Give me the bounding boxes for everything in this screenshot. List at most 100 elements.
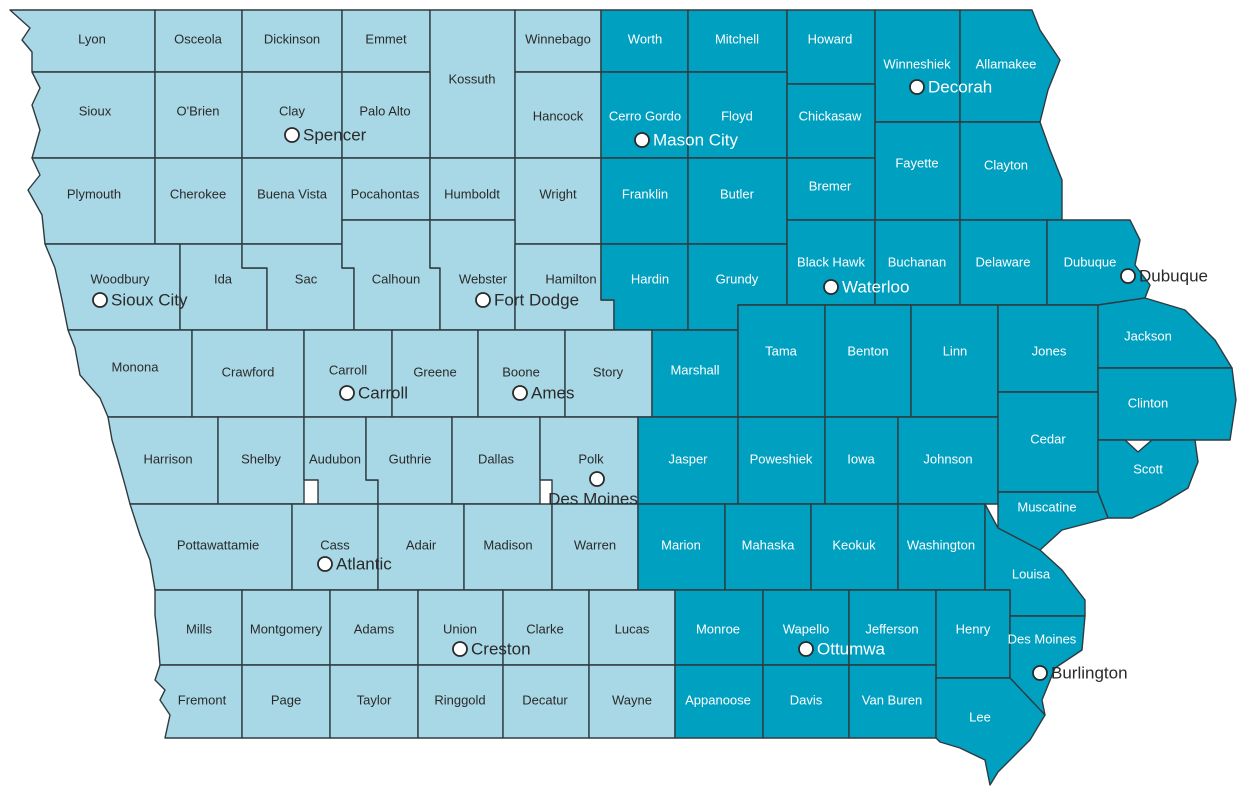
city-label-atlantic: Atlantic xyxy=(336,554,392,573)
county-woodbury xyxy=(44,243,181,331)
county-label-boone: Boone xyxy=(502,364,540,379)
county-label-jackson: Jackson xyxy=(1124,328,1172,343)
county-label-polk: Polk xyxy=(578,451,604,466)
county-label-wayne: Wayne xyxy=(612,692,652,707)
county-label-johnson: Johnson xyxy=(923,451,972,466)
county-label-keokuk: Keokuk xyxy=(832,537,876,552)
county-label-monona: Monona xyxy=(112,359,160,374)
county-label-woodbury: Woodbury xyxy=(90,271,150,286)
county-label-dubuque: Dubuque xyxy=(1064,254,1117,269)
county-label-madison: Madison xyxy=(483,537,532,552)
county-label-butler: Butler xyxy=(720,186,755,201)
city-marker-mason-city xyxy=(634,132,650,148)
county-label-harrison: Harrison xyxy=(143,451,192,466)
county-label-jones: Jones xyxy=(1032,343,1067,358)
county-label-mitchell: Mitchell xyxy=(715,31,759,46)
county-label-cedar: Cedar xyxy=(1030,431,1066,446)
county-label-worth: Worth xyxy=(628,31,662,46)
county-label-fayette: Fayette xyxy=(895,155,938,170)
county-tama xyxy=(737,304,826,418)
county-lee xyxy=(935,677,1046,786)
counties-layer xyxy=(9,9,1237,786)
city-marker-sioux-city xyxy=(92,292,108,308)
county-label-delaware: Delaware xyxy=(976,254,1031,269)
county-scott xyxy=(1097,439,1199,519)
county-label-crawford: Crawford xyxy=(222,364,275,379)
county-label-carroll: Carroll xyxy=(329,362,367,377)
county-label-louisa: Louisa xyxy=(1012,566,1051,581)
city-label-des-moines: Des Moines xyxy=(548,489,638,508)
city-marker-ames xyxy=(512,385,528,401)
county-label-mahaska: Mahaska xyxy=(742,537,796,552)
county-label-black-hawk: Black Hawk xyxy=(797,254,865,269)
county-label-ringgold: Ringgold xyxy=(434,692,485,707)
city-marker-fort-dodge xyxy=(475,292,491,308)
county-howard xyxy=(786,9,876,85)
county-label-webster: Webster xyxy=(459,271,508,286)
county-label-tama: Tama xyxy=(765,343,798,358)
city-label-burlington: Burlington xyxy=(1051,663,1128,682)
county-label-cass: Cass xyxy=(320,537,350,552)
county-label-franklin: Franklin xyxy=(622,186,668,201)
county-label-humboldt: Humboldt xyxy=(444,186,500,201)
county-fayette xyxy=(874,121,961,221)
county-label-marion: Marion xyxy=(661,537,701,552)
county-label-plymouth: Plymouth xyxy=(67,186,121,201)
county-label-guthrie: Guthrie xyxy=(389,451,432,466)
county-benton xyxy=(824,304,912,418)
county-label-linn: Linn xyxy=(943,343,968,358)
county-label-jasper: Jasper xyxy=(668,451,708,466)
city-label-ames: Ames xyxy=(531,383,574,402)
county-label-van-buren: Van Buren xyxy=(862,692,922,707)
county-label-dickinson: Dickinson xyxy=(264,31,320,46)
county-label-sac: Sac xyxy=(295,271,318,286)
city-label-creston: Creston xyxy=(471,639,531,658)
county-label-appanoose: Appanoose xyxy=(685,692,751,707)
county-label-cerro-gordo: Cerro Gordo xyxy=(609,108,681,123)
city-marker-creston xyxy=(452,641,468,657)
county-linn xyxy=(910,304,999,418)
county-label-poweshiek: Poweshiek xyxy=(750,451,813,466)
city-marker-decorah xyxy=(909,79,925,95)
county-label-lucas: Lucas xyxy=(615,621,650,636)
county-label-sioux: Sioux xyxy=(79,103,112,118)
county-label-iowa: Iowa xyxy=(847,451,875,466)
county-label-fremont: Fremont xyxy=(178,692,227,707)
county-label-hamilton: Hamilton xyxy=(545,271,596,286)
county-label-monroe: Monroe xyxy=(696,621,740,636)
city-marker-burlington xyxy=(1032,665,1048,681)
county-label-washington: Washington xyxy=(907,537,975,552)
city-label-dubuque: Dubuque xyxy=(1139,266,1208,285)
city-label-waterloo: Waterloo xyxy=(842,277,909,296)
city-label-decorah: Decorah xyxy=(928,77,992,96)
county-label-shelby: Shelby xyxy=(241,451,281,466)
city-label-sioux-city: Sioux City xyxy=(111,290,188,309)
county-label-henry: Henry xyxy=(956,621,991,636)
county-label-pottawattamie: Pottawattamie xyxy=(177,537,259,552)
county-label-lee: Lee xyxy=(969,709,991,724)
county-label-davis: Davis xyxy=(790,692,823,707)
county-label-clayton: Clayton xyxy=(984,157,1028,172)
county-hardin xyxy=(600,243,689,331)
county-label-buena-vista: Buena Vista xyxy=(257,186,328,201)
county-label-winneshiek: Winneshiek xyxy=(883,56,951,71)
county-label-montgomery: Montgomery xyxy=(250,621,323,636)
city-marker-atlantic xyxy=(317,556,333,572)
city-label-fort-dodge: Fort Dodge xyxy=(494,290,579,309)
county-label-page: Page xyxy=(271,692,301,707)
county-label-benton: Benton xyxy=(847,343,888,358)
county-label-adams: Adams xyxy=(354,621,395,636)
county-label-floyd: Floyd xyxy=(721,108,753,123)
county-label-jefferson: Jefferson xyxy=(865,621,918,636)
county-label-wapello: Wapello xyxy=(783,621,829,636)
county-label-marshall: Marshall xyxy=(670,362,719,377)
county-label-grundy: Grundy xyxy=(716,271,759,286)
city-marker-des-moines xyxy=(589,471,605,487)
county-label-warren: Warren xyxy=(574,537,616,552)
county-label-scott: Scott xyxy=(1133,461,1163,476)
county-label-taylor: Taylor xyxy=(357,692,392,707)
county-label-kossuth: Kossuth xyxy=(449,71,496,86)
county-label-audubon: Audubon xyxy=(309,451,361,466)
